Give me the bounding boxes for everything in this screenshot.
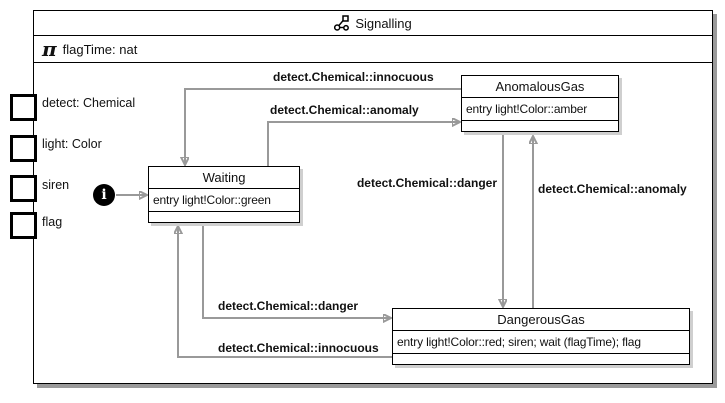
machine-header: Signalling (34, 11, 712, 36)
state-waiting-entry: entry light!Color::green (149, 189, 299, 212)
parameter-label: flagTime: nat (62, 41, 138, 57)
state-dangerous-gas[interactable]: DangerousGas entry light!Color::red; sir… (392, 308, 690, 365)
state-waiting-title: Waiting (149, 167, 299, 189)
state-waiting-strip (149, 212, 299, 222)
statechart-icon (334, 15, 350, 31)
event-label-light: light: Color (42, 137, 102, 151)
event-label-detect: detect: Chemical (42, 96, 136, 110)
state-anomalous-title: AnomalousGas (462, 76, 618, 98)
transition-label-anomaly-vertical[interactable]: detect.Chemical::anomaly (538, 182, 687, 196)
state-waiting[interactable]: Waiting entry light!Color::green (148, 166, 300, 223)
initial-state-node[interactable]: i (93, 184, 115, 206)
machine-title: Signalling (355, 15, 412, 31)
state-dangerous-strip (393, 354, 689, 364)
pi-symbol: π (42, 37, 57, 61)
state-anomalous-strip (462, 121, 618, 131)
state-anomalous-entry: entry light!Color::amber (462, 98, 618, 121)
state-anomalous-gas[interactable]: AnomalousGas entry light!Color::amber (461, 75, 619, 132)
parameter-row: π flagTime: nat (34, 36, 712, 63)
initial-node-glyph: i (101, 187, 107, 203)
event-port-siren[interactable] (10, 175, 37, 202)
transition-label-innocuous-bottom[interactable]: detect.Chemical::innocuous (218, 341, 379, 355)
event-port-flag[interactable] (10, 212, 37, 239)
event-port-detect[interactable] (10, 94, 37, 121)
transition-label-danger-vertical[interactable]: detect.Chemical::danger (356, 176, 497, 190)
state-dangerous-entry: entry light!Color::red; siren; wait (fla… (393, 331, 689, 354)
state-dangerous-title: DangerousGas (393, 309, 689, 331)
event-label-siren: siren (42, 178, 70, 192)
transition-label-danger-bottom[interactable]: detect.Chemical::danger (218, 299, 359, 313)
transition-label-innocuous-top[interactable]: detect.Chemical::innocuous (273, 70, 434, 84)
transition-label-anomaly-upper[interactable]: detect.Chemical::anomaly (270, 103, 419, 117)
event-port-light[interactable] (10, 135, 37, 162)
event-label-flag: flag (42, 215, 63, 229)
